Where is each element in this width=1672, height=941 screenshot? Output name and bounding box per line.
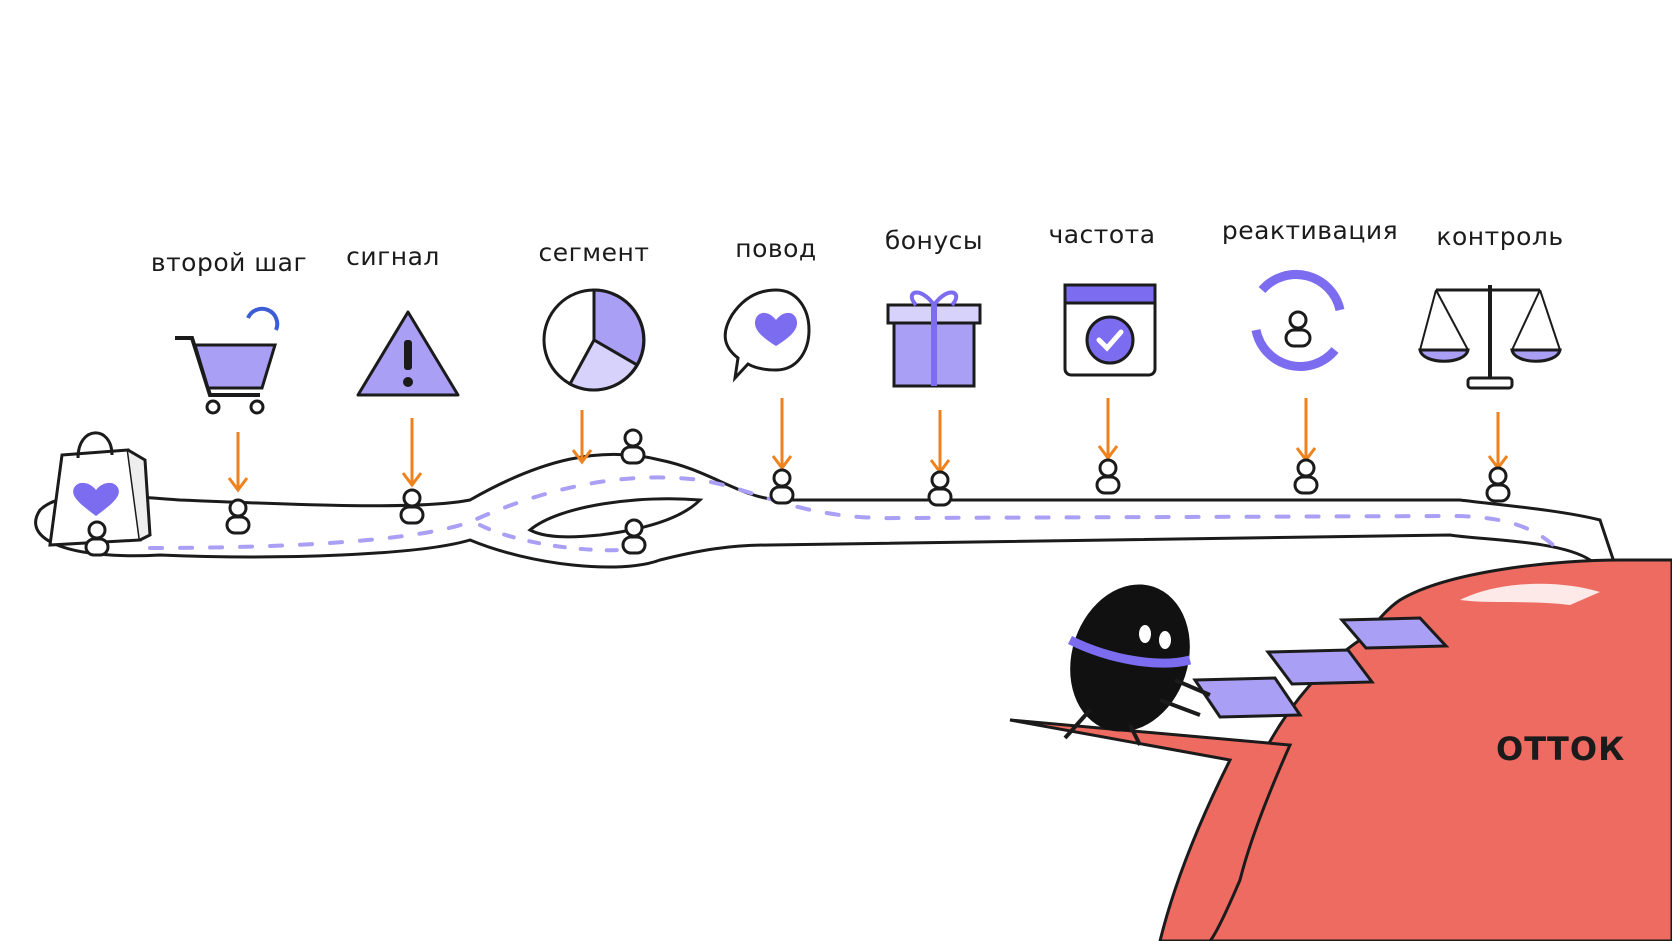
customer-head-4 bbox=[772, 468, 792, 488]
customer-body-0 bbox=[84, 537, 110, 557]
customer-body-5 bbox=[621, 535, 647, 555]
shopping-cart-icon bbox=[175, 306, 280, 415]
step-label-control: контроль bbox=[1436, 222, 1564, 251]
balance-scale-icon bbox=[1418, 285, 1562, 390]
step-label-signal: сигнал bbox=[346, 242, 440, 271]
step-label-reason: повод bbox=[735, 234, 817, 263]
step-label-second-step: второй шаг bbox=[150, 248, 308, 277]
customer-body-6 bbox=[927, 487, 953, 507]
step-label-segment: сегмент bbox=[538, 238, 650, 267]
customer-body-7 bbox=[1095, 475, 1121, 495]
step-arrowhead-2 bbox=[571, 449, 593, 465]
customer-body-9 bbox=[1485, 483, 1511, 503]
customer-head-1 bbox=[228, 498, 248, 518]
customer-head-9 bbox=[1488, 466, 1508, 486]
character-pushing-plank bbox=[1063, 584, 1211, 746]
customer-body-1 bbox=[225, 515, 251, 535]
pie-chart-icon bbox=[542, 288, 646, 392]
customer-body-3 bbox=[620, 445, 646, 465]
step-arrowhead-3 bbox=[771, 455, 793, 471]
customers bbox=[84, 428, 1511, 557]
step-arrowhead-1 bbox=[401, 472, 423, 488]
customer-head-8 bbox=[1296, 458, 1316, 478]
calendar-check-icon bbox=[1063, 283, 1157, 377]
customer-head-6 bbox=[930, 470, 950, 490]
refresh-user-icon bbox=[1251, 269, 1345, 371]
customer-head-0 bbox=[87, 520, 107, 540]
customer-head-2 bbox=[402, 488, 422, 508]
ledge bbox=[1009, 718, 1293, 941]
shopping-bag-icon bbox=[48, 431, 152, 547]
step-label-reactivation: реактивация bbox=[1221, 216, 1399, 245]
gift-icon bbox=[886, 290, 982, 388]
customer-head-5 bbox=[624, 518, 644, 538]
step-arrowhead-5 bbox=[1097, 445, 1119, 461]
customer-body-4 bbox=[769, 485, 795, 505]
bridge-planks bbox=[1192, 616, 1450, 719]
warning-icon bbox=[356, 310, 460, 397]
customer-head-3 bbox=[623, 428, 643, 448]
step-label-bonuses: бонусы bbox=[884, 226, 984, 255]
customer-body-8 bbox=[1293, 475, 1319, 495]
step-arrowhead-0 bbox=[227, 477, 249, 493]
step-label-frequency: частота bbox=[1048, 220, 1156, 249]
customer-path bbox=[34, 452, 1623, 584]
heart-chat-icon bbox=[723, 288, 811, 383]
customer-head-7 bbox=[1098, 458, 1118, 478]
churn-label: ОТТОК bbox=[1496, 730, 1626, 768]
customer-body-2 bbox=[399, 505, 425, 525]
step-arrows bbox=[227, 398, 1509, 493]
